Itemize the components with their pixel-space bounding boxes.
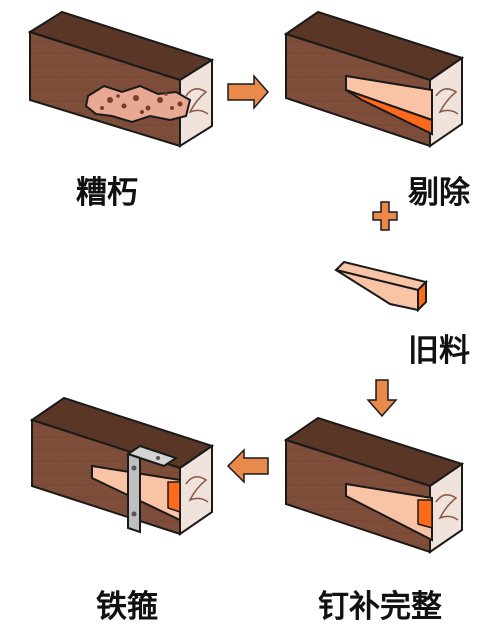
step-label-patch: 钉补完整 (318, 589, 442, 625)
step-label-iron-hoop: 铁箍 (96, 589, 158, 625)
removed-beam (283, 10, 465, 148)
arrow-left-icon (226, 448, 269, 484)
arrow-down-icon (366, 379, 398, 418)
plus-icon (372, 201, 398, 231)
patch-insert (345, 482, 433, 542)
arrow-right-icon (227, 74, 269, 110)
hooped-beam (29, 396, 215, 536)
decayed-beam (27, 10, 215, 148)
old-timber-piece (334, 260, 428, 313)
patched-beam (283, 416, 465, 554)
step-label-remove: 剔除 (408, 175, 470, 211)
step-label-decay: 糟朽 (76, 175, 138, 211)
removed-cavity (345, 74, 433, 136)
decay-area (84, 84, 192, 124)
iron-hoop (125, 444, 179, 534)
step-label-old-timber: 旧料 (408, 333, 470, 369)
